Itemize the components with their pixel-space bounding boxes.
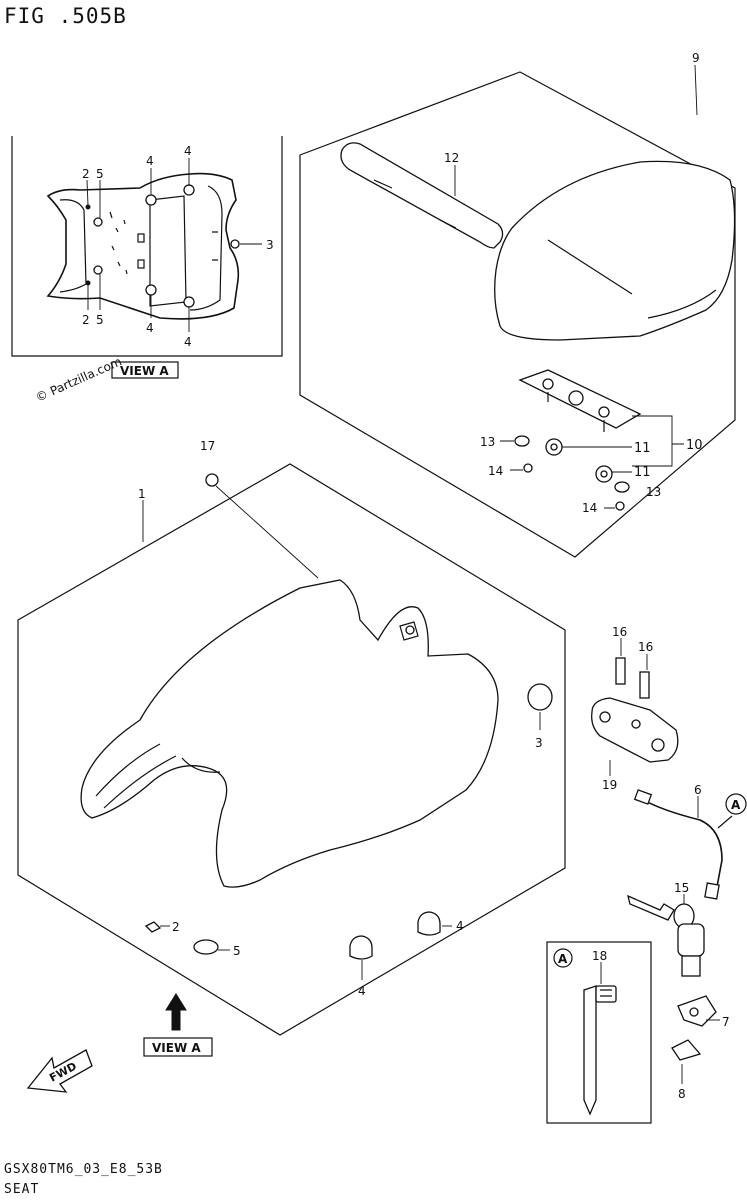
callout-2: 2 — [172, 920, 180, 934]
grommet-4-icon — [417, 911, 441, 936]
view-a-inset: 2 5 4 4 3 2 5 4 4 — [11, 136, 283, 357]
callout-13: 13 — [646, 485, 661, 499]
callout-2: 2 — [82, 167, 90, 181]
grommet-5-icon — [193, 939, 219, 955]
fwd-arrow-icon: FWD — [26, 1049, 93, 1093]
view-a-label-box — [143, 1037, 213, 1057]
callout-4: 4 — [184, 335, 192, 349]
callout-12: 12 — [444, 151, 459, 165]
watermark: © Partzilla.com — [34, 354, 124, 404]
view-a-label: VIEW A — [120, 364, 169, 378]
callout-4: 4 — [456, 919, 464, 933]
seat-lock-cable-6 — [639, 797, 723, 893]
callout-9: 9 — [692, 51, 700, 65]
callout-11: 11 — [634, 465, 651, 480]
cushion-3-icon — [527, 683, 553, 711]
callout-1: 1 — [138, 487, 146, 501]
detail-a-ref: A — [731, 798, 741, 812]
grommet-4-icon — [183, 296, 195, 308]
callout-10: 10 — [686, 438, 703, 453]
bolt-16-icon — [639, 671, 650, 699]
grommet-4-icon — [349, 935, 373, 960]
figure-name: SEAT — [4, 1182, 40, 1197]
washer-13-icon — [614, 481, 630, 493]
seat-lock-parts: 16 16 19 6 A 15 — [591, 625, 747, 1101]
figure-number: FIG .505B — [4, 4, 127, 28]
bolt-17-icon — [205, 473, 219, 487]
callout-5: 5 — [233, 944, 241, 958]
detail-a-circle — [725, 793, 747, 815]
retainer-clip-8 — [671, 1039, 702, 1061]
callout-18: 18 — [592, 949, 607, 963]
callout-5: 5 — [96, 167, 104, 181]
rear-seat-cushion — [494, 160, 736, 341]
grommet-4-icon — [145, 284, 157, 296]
front-seat-cushion — [80, 579, 499, 888]
callout-2: 2 — [82, 313, 90, 327]
callout-16: 16 — [638, 640, 653, 654]
callout-14: 14 — [488, 464, 503, 478]
callout-19: 19 — [602, 778, 617, 792]
view-a-label-bottom: VIEW A — [152, 1041, 201, 1055]
rear-seat-assembly: 9 12 11 11 — [299, 51, 736, 558]
callout-4: 4 — [358, 984, 366, 998]
view-a-label-box — [111, 361, 179, 379]
callout-11: 11 — [634, 441, 651, 456]
callout-15: 15 — [674, 881, 689, 895]
front-seat-assembly: 1 17 3 2 5 4 4 — [17, 439, 566, 1036]
figure-code: GSX80TM6_03_E8_53B — [4, 1162, 163, 1177]
detail-a-box-ref: A — [558, 952, 568, 966]
callout-8: 8 — [678, 1087, 686, 1101]
washer-13-icon — [514, 435, 530, 447]
callout-17: 17 — [200, 439, 215, 453]
detail-a-box: A 18 — [546, 941, 652, 1124]
grommet-4-icon — [183, 184, 195, 196]
callout-7: 7 — [722, 1015, 730, 1029]
nut-14-icon — [523, 463, 533, 473]
grommet-4-icon — [145, 194, 157, 206]
callout-4: 4 — [146, 321, 154, 335]
seat-lock-bracket-19 — [591, 697, 679, 763]
nut-14-icon — [615, 501, 625, 511]
callout-13: 13 — [480, 435, 495, 449]
callout-6: 6 — [694, 783, 702, 797]
callout-5: 5 — [96, 313, 104, 327]
callout-16: 16 — [612, 625, 627, 639]
lock-cylinder-15 — [677, 923, 705, 957]
bolt-16-icon — [615, 657, 626, 685]
seat-lock-rod-18 — [583, 985, 597, 1116]
pin-2-icon — [144, 921, 162, 933]
cushion-3-icon — [230, 239, 240, 249]
callout-3: 3 — [266, 238, 274, 252]
seat-strap-12 — [340, 142, 504, 249]
view-arrow-icon — [165, 993, 187, 1031]
callout-4: 4 — [146, 154, 154, 168]
callout-4: 4 — [184, 144, 192, 158]
callout-14: 14 — [582, 501, 597, 515]
key-15-icon — [627, 894, 675, 921]
callout-3: 3 — [535, 736, 543, 750]
